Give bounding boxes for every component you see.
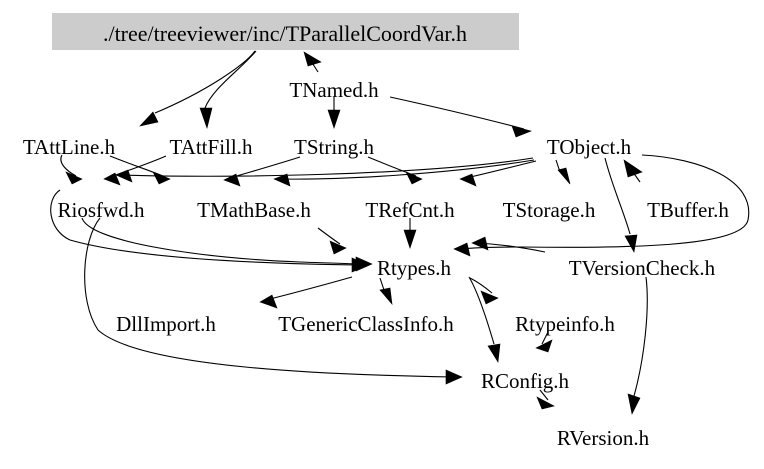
arrowhead-tbuffer-to-rtypes: [453, 242, 471, 257]
node-tnamed[interactable]: TNamed.h: [289, 78, 379, 102]
edge-tobject-to-riosfwd: [121, 157, 534, 177]
node-tbuffer[interactable]: TBuffer.h: [647, 198, 729, 222]
arrowhead-tobject-to-riosfwd: [115, 169, 133, 183]
arrowhead-tattfill-to-riosfwd: [103, 172, 121, 186]
arrowhead-tnamed-to-tobject: [511, 125, 532, 138]
arrowhead-trefcnt-to-rtypes: [403, 229, 417, 249]
node-rconfig[interactable]: RConfig.h: [481, 369, 570, 393]
edge-rtypes-to-rconfig: [468, 276, 495, 345]
arrowhead-tbuffer-to-tobject: [623, 159, 643, 178]
edge-riosfwd-to-rconfig: [84, 217, 456, 378]
arrowhead-tversioncheck-to-rversion: [627, 393, 641, 415]
edge-rconfig-to-rversion: [539, 389, 549, 401]
edge-tmathbase-to-rtypes: [50, 189, 363, 266]
arrowhead-tnamed-to-tstring: [327, 109, 341, 129]
edge-rtypes-to-classinfo-short: [379, 277, 385, 291]
edge-tobject-to-trefcnt: [465, 160, 537, 179]
arrowhead-tobject-to-tmathbase: [273, 173, 291, 187]
node-tattline[interactable]: TAttLine.h: [23, 135, 116, 159]
node-tobject[interactable]: TObject.h: [547, 135, 632, 159]
node-layer: TNamed.h TAttLine.h TAttFill.h TString.h…: [23, 78, 730, 450]
edge-layer: [50, 50, 750, 415]
edge-upper-to-rtypes-short: [317, 227, 341, 245]
edge-rtypeinfo-to-rconfig: [541, 331, 549, 345]
edge-rtypes-to-tgenericclassinfo: [265, 276, 353, 301]
root-node-label: ./tree/treeviewer/inc/TParallelCoordVar.…: [103, 21, 467, 46]
arrowhead-riosfwd-to-rconfig: [445, 369, 463, 385]
arrowhead-tversioncheck-to-rtypes: [471, 236, 489, 251]
edge-tobject-to-tmathbase: [279, 159, 535, 180]
node-rtypes[interactable]: Rtypes.h: [377, 256, 452, 280]
node-tmathbase[interactable]: TMathBase.h: [197, 198, 311, 222]
arrowhead-rtypeinfo-to-rconfig: [535, 339, 553, 353]
node-rversion[interactable]: RVersion.h: [557, 426, 650, 450]
arrowhead-rtypes-to-classinfo-short: [379, 287, 393, 305]
edge-rtypeinfo-to-rtypes: [469, 277, 493, 294]
arrowhead-tobject-to-trefcnt: [459, 173, 477, 187]
arrowhead-tobject-to-tstorage: [557, 167, 571, 185]
root-node-box[interactable]: [52, 13, 519, 50]
node-tgenericclassinfo[interactable]: TGenericClassInfo.h: [278, 312, 454, 336]
edge-tversioncheck-to-rversion: [633, 276, 648, 397]
arrowhead-tattline-to-riosfwd: [65, 171, 83, 185]
root-node[interactable]: ./tree/treeviewer/inc/TParallelCoordVar.…: [52, 13, 519, 50]
edge-tattline-to-riosfwd: [60, 154, 77, 177]
node-trefcnt[interactable]: TRefCnt.h: [365, 198, 455, 222]
edge-tbuffer-to-rtypes: [459, 154, 750, 250]
arrowhead-upper-to-rtypes-short: [329, 240, 347, 255]
node-tattfill[interactable]: TAttFill.h: [170, 135, 253, 159]
edge-tobject-to-tversioncheck: [604, 157, 631, 235]
arrowhead-root-to-tattline: [139, 111, 159, 127]
edge-tnamed-to-tobject: [389, 96, 525, 130]
arrowhead-rconfig-to-rversion: [536, 396, 555, 410]
arrowhead-rtypeinfo-to-rtypes: [480, 290, 499, 305]
arrowhead-root-to-tattfill: [199, 107, 213, 130]
arrowhead-tstring-to-tmathbase: [223, 173, 241, 187]
arrowhead-tmathbase-to-rtypes: [351, 257, 369, 273]
edge-root-to-tattfill: [204, 50, 257, 109]
arrowhead-tnamed-to-root: [303, 51, 322, 67]
node-tstring[interactable]: TString.h: [294, 135, 374, 159]
arrowhead-tstring-to-trefcnt: [405, 171, 423, 185]
edge-root-to-tattline: [154, 50, 256, 114]
edge-riosfwd-to-rtypes: [81, 217, 367, 265]
node-tversioncheck[interactable]: TVersionCheck.h: [569, 256, 716, 280]
node-tstorage[interactable]: TStorage.h: [503, 198, 596, 222]
node-dllimport[interactable]: DllImport.h: [116, 312, 216, 336]
arrowhead-rtypes-to-rconfig: [487, 343, 501, 363]
node-rtypeinfo[interactable]: Rtypeinfo.h: [515, 312, 615, 336]
node-riosfwd[interactable]: Riosfwd.h: [58, 198, 145, 222]
arrowhead-tobject-to-tversioncheck: [624, 234, 638, 253]
arrowhead-rtypes-to-tgenericclassinfo: [259, 294, 278, 309]
arrowhead-tattline-to-tmathbase: [152, 171, 171, 185]
